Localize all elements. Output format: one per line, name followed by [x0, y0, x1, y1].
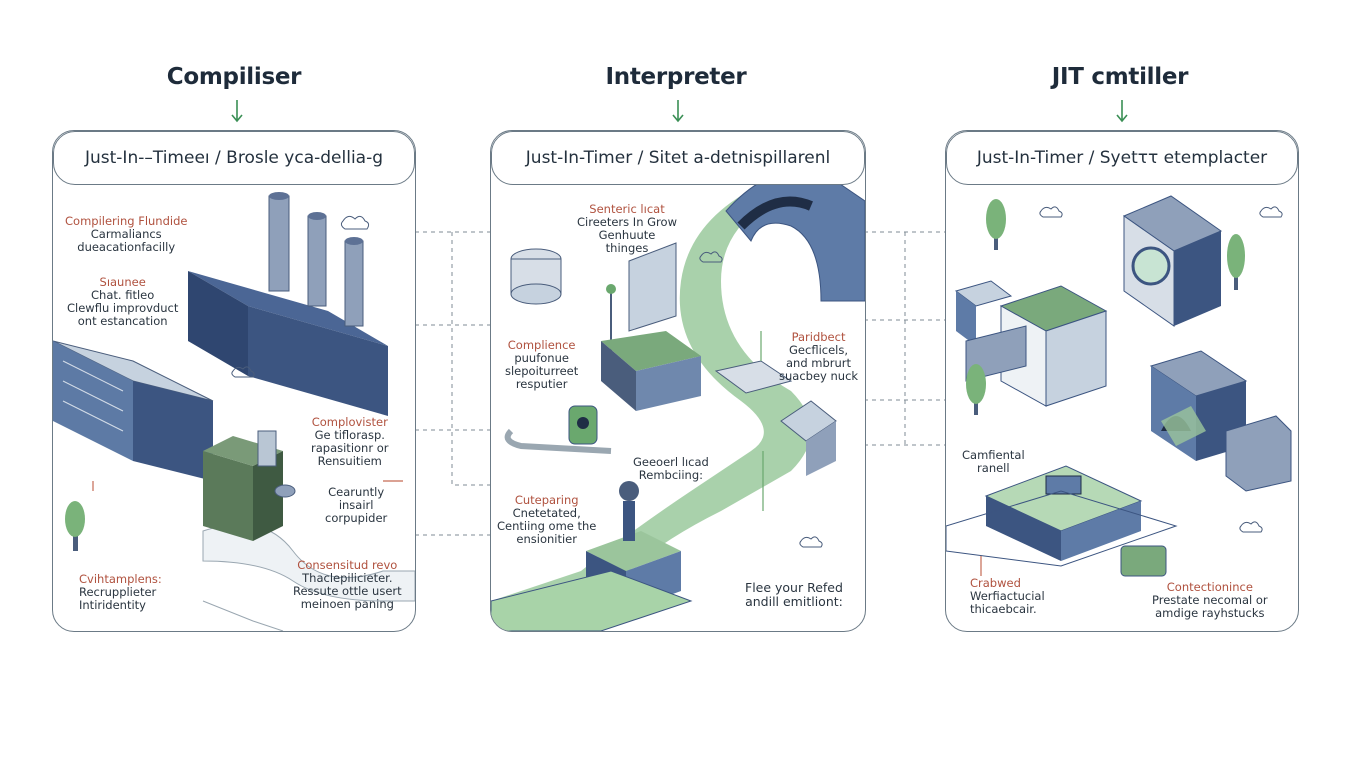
label-senteric: Senteric lıcat Cireeters In Grow Genhuut… [577, 202, 677, 255]
label-cearuntly: Cearuntly insairl corpupider [325, 485, 388, 525]
column-title-jit: JIT cmtiller [1051, 64, 1189, 90]
label-geeoerl: Geeoerl lıcad Rembciing: [633, 455, 709, 482]
compiler-panel-header: Just-In-–Timeeı / Brosle yca-dellia-g [53, 131, 415, 185]
pipeline-illustration [491, 168, 865, 631]
label-camfiental: Camfiental ranell [962, 448, 1025, 475]
label-compilering: Compilering Flundide Carmaliancs dueacat… [65, 214, 188, 254]
column-title-compiler: Compiliser [166, 64, 302, 90]
label-contectionince: Contectionince Prestate necomal or amdig… [1152, 580, 1268, 620]
interpreter-panel: Just-In-Timer / Sitet a-detnispillarenl [490, 130, 866, 632]
compiler-panel: Just-In-–Timeeı / Brosle yca-dellia-g [52, 130, 416, 632]
interpreter-panel-header: Just-In-Timer / Sitet a-detnispillarenl [491, 131, 865, 185]
label-complovister: Complovister Ge tiflorasp. rapasitionr o… [311, 415, 389, 468]
label-flee-your: Flee your Refed andill emitliont: [745, 580, 843, 609]
down-arrow-icon [231, 100, 243, 123]
label-saunee: Sıaunee Chat. fitleo Clewflu improvduct … [67, 275, 179, 328]
label-cvihtamplens: Cvihtamplens: Recrupplieter Intiridentit… [79, 572, 162, 612]
label-complience: Complience puufonue slepoiturreet resput… [505, 338, 579, 391]
label-paridbect: Paridbect Gecflicels, and mbrurt suacbey… [779, 330, 859, 383]
down-arrow-icon [1116, 100, 1128, 123]
label-crabwed: Crabwed Werfiactucial thicaebcair. [970, 576, 1045, 616]
column-title-interpreter: Interpreter [605, 64, 747, 90]
jit-panel: Just-In-Timer / Syetττ etemplacter [945, 130, 1299, 632]
city-illustration [946, 195, 1292, 577]
factory-illustration [53, 192, 415, 631]
label-consensitud: Consensitud revo Thaclepilicieter. Ressu… [293, 558, 402, 611]
label-cuteparing: Cuteparing Cnetetated, Centiing ome the … [497, 493, 597, 546]
jit-panel-header: Just-In-Timer / Syetττ etemplacter [946, 131, 1298, 185]
down-arrow-icon [672, 100, 684, 123]
